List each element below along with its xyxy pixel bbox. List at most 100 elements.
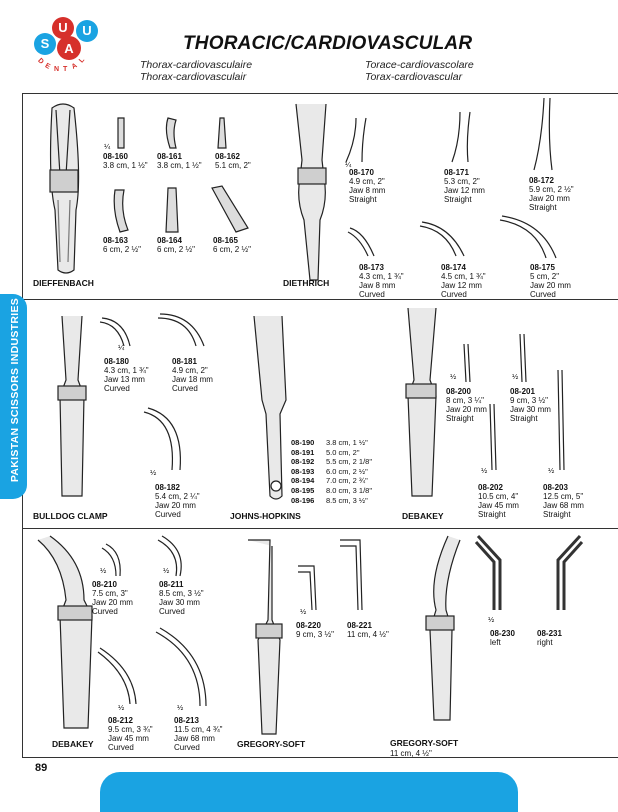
code-08-164: 08-164 xyxy=(157,236,182,245)
gregory-soft-size: 11 cm, 4 ½" xyxy=(390,749,432,758)
desc-08-161: 3.8 cm, 1 ½" xyxy=(157,161,202,170)
desc-08-192: 5.5 cm, 2 1/8" xyxy=(326,457,373,467)
jaw-08-180-icon xyxy=(99,317,131,347)
section-name-bulldog: BULLDOG CLAMP xyxy=(33,511,108,521)
jaw-08-211-icon xyxy=(157,535,182,577)
code-08-170: 08-170 xyxy=(349,168,374,177)
desc-08-164: 6 cm, 2 ½" xyxy=(157,245,195,254)
desc-08-191: 5.0 cm, 2" xyxy=(326,447,360,457)
desc-08-160: 3.8 cm, 1 ½" xyxy=(103,161,148,170)
debakey-curved-clamp-icon xyxy=(37,535,93,729)
footer-bar xyxy=(100,772,518,812)
desc-08-172-size: 5.9 cm, 2 ½" xyxy=(529,185,574,194)
desc-08-175-size: 5 cm, 2" xyxy=(530,272,560,281)
code-08-230: 08-230 xyxy=(490,629,515,638)
desc-08-171-type: Straight xyxy=(444,195,472,204)
code-08-210: 08-210 xyxy=(92,580,117,589)
desc-08-195: 8.0 cm, 3 1/8" xyxy=(326,485,373,495)
jaw-08-173-icon xyxy=(347,227,375,257)
ratio-label: ½ xyxy=(150,468,157,477)
desc-08-171-size: 5.3 cm, 2" xyxy=(444,177,480,186)
desc-08-200-jaw: Jaw 20 mm xyxy=(446,405,487,414)
desc-08-221-size: 11 cm, 4 ½" xyxy=(347,630,389,639)
desc-08-172-jaw: Jaw 20 mm xyxy=(529,194,570,203)
desc-08-180-type: Curved xyxy=(104,384,130,393)
desc-08-190: 3.8 cm, 1 ½" xyxy=(326,438,368,447)
diethrich-clamp-icon xyxy=(295,103,327,281)
desc-08-174-type: Curved xyxy=(441,290,467,299)
logo-circle-u2 xyxy=(76,20,98,42)
code-08-174: 08-174 xyxy=(441,263,466,272)
jaw-08-182-icon xyxy=(143,407,181,471)
desc-08-231-side: right xyxy=(537,638,553,647)
desc-08-212-type: Curved xyxy=(108,743,134,752)
johns-hopkins-codes: 08-190 08-191 08-192 08-193 08-194 08-19… xyxy=(291,438,314,505)
jaw-08-202-icon xyxy=(489,403,497,471)
desc-08-202-jaw: Jaw 45 mm xyxy=(478,501,519,510)
code-08-213: 08-213 xyxy=(174,716,199,725)
ratio-label: ½ xyxy=(118,703,125,712)
desc-08-203-type: Straight xyxy=(543,510,571,519)
code-08-201: 08-201 xyxy=(510,387,535,396)
desc-08-170-jaw: Jaw 8 mm xyxy=(349,186,386,195)
desc-08-211-size: 8.5 cm, 3 ½" xyxy=(159,589,204,598)
jaw-08-174-icon xyxy=(419,221,465,257)
code-08-181: 08-181 xyxy=(172,357,197,366)
code-08-190: 08-190 xyxy=(291,438,315,447)
code-08-194: 08-194 xyxy=(291,476,315,486)
desc-08-180-jaw: Jaw 13 mm xyxy=(104,375,145,384)
desc-08-173-jaw: Jaw 8 mm xyxy=(359,281,396,290)
logo-circle-a xyxy=(57,36,81,60)
desc-08-172-type: Straight xyxy=(529,203,557,212)
jaw-08-170-icon xyxy=(345,117,367,163)
code-08-231: 08-231 xyxy=(537,629,562,638)
desc-08-170-size: 4.9 cm, 2" xyxy=(349,177,385,186)
jaw-08-175-icon xyxy=(499,215,557,259)
dieffenbach-clamp-icon xyxy=(49,103,80,274)
subtitle-dutch: Thorax-cardiovasculair xyxy=(140,71,247,83)
jaw-08-200-icon xyxy=(463,343,471,383)
desc-08-202-type: Straight xyxy=(478,510,506,519)
desc-08-194: 7.0 cm, 2 ¾" xyxy=(326,476,368,486)
code-08-180: 08-180 xyxy=(104,357,129,366)
desc-08-180-size: 4.3 cm, 1 ¾" xyxy=(104,366,149,375)
debakey-straight-clamp-icon xyxy=(405,307,437,497)
section-name-gregory-soft-angled: GREGORY-SOFT xyxy=(390,738,459,748)
section-name-diethrich: DIETHRICH xyxy=(283,278,330,288)
desc-08-203-jaw: Jaw 68 mm xyxy=(543,501,584,510)
bottom-rule xyxy=(22,757,618,758)
jaw-08-172-icon xyxy=(533,97,553,171)
jaw-08-160-icon xyxy=(117,117,125,149)
code-08-165: 08-165 xyxy=(213,236,238,245)
subtitle-italian: Torace-cardiovascolare xyxy=(365,59,474,71)
desc-08-181-type: Curved xyxy=(172,384,198,393)
ratio-label: ½ xyxy=(512,372,519,381)
desc-08-175-type: Curved xyxy=(530,290,556,299)
desc-08-210-size: 7.5 cm, 3" xyxy=(92,589,128,598)
section-name-gregory-soft: GREGORY-SOFT xyxy=(237,739,306,749)
desc-08-213-type: Curved xyxy=(174,743,200,752)
desc-08-174-jaw: Jaw 12 mm xyxy=(441,281,482,290)
desc-08-163: 6 cm, 2 ½" xyxy=(103,245,141,254)
jaw-08-231-icon xyxy=(556,534,584,610)
code-08-200: 08-200 xyxy=(446,387,471,396)
jaw-08-212-icon xyxy=(97,647,137,705)
logo-letter-u: U xyxy=(58,20,68,35)
jaw-08-165-icon xyxy=(211,185,249,233)
bulldog-clamp-icon xyxy=(57,315,87,497)
desc-08-212-jaw: Jaw 45 mm xyxy=(108,734,149,743)
desc-08-175-jaw: Jaw 20 mm xyxy=(530,281,571,290)
subtitle-french: Thorax-cardiovasculaire xyxy=(140,59,253,71)
code-08-202: 08-202 xyxy=(478,483,503,492)
code-08-171: 08-171 xyxy=(444,168,469,177)
desc-08-162: 5.1 cm, 2" xyxy=(215,161,251,170)
desc-08-201-jaw: Jaw 30 mm xyxy=(510,405,551,414)
ratio-label: ½ xyxy=(548,466,555,475)
jaw-08-181-icon xyxy=(157,313,205,347)
johns-hopkins-sizes: 3.8 cm, 1 ½" 5.0 cm, 2" 5.5 cm, 2 1/8" 6… xyxy=(326,438,372,505)
top-rule xyxy=(22,93,618,94)
section-name-debakey-curved: DEBAKEY xyxy=(52,739,94,749)
code-08-211: 08-211 xyxy=(159,580,184,589)
section-rule-1 xyxy=(22,299,618,300)
